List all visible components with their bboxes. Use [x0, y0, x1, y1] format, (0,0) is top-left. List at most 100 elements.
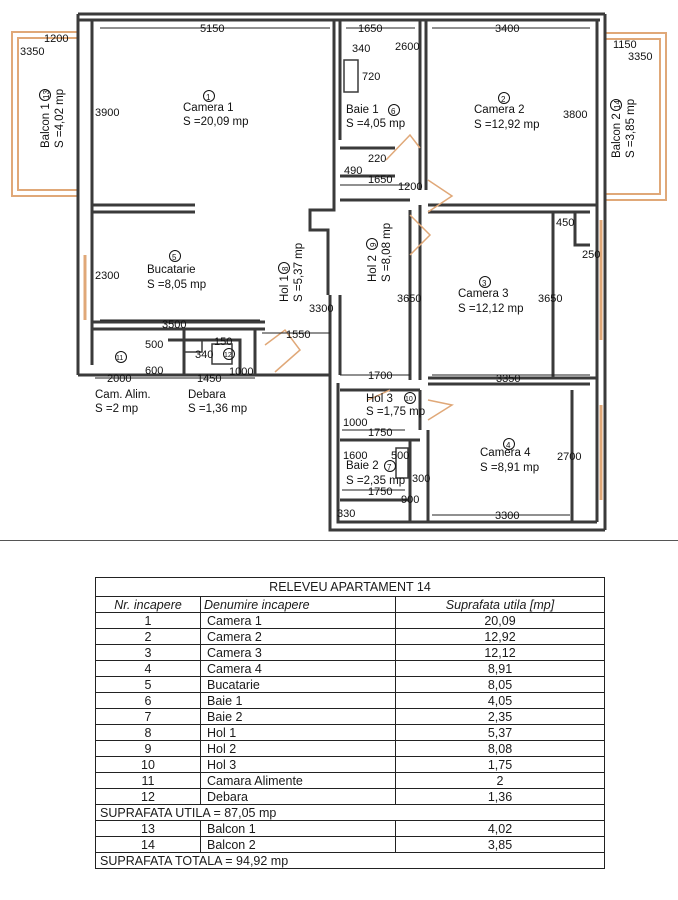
cell-area: 2,35: [395, 708, 605, 725]
cell-area: 1,36: [395, 788, 605, 805]
room-nr-10: 10: [405, 396, 413, 403]
cell-name: Camara Alimente: [200, 772, 396, 789]
room-area-baie-2: S =2,35 mp: [346, 475, 405, 487]
room-labels: 1 Camera 1 S =20,09 mp 2 Camera 2 S =12,…: [39, 89, 637, 487]
area-table: RELEVEU APARTAMENT 14 Nr. incapere Denum…: [95, 577, 605, 869]
floor-plan: 5150 1650 2600 3400 1200 1150 3350 3350 …: [11, 12, 667, 532]
header-name: Denumire incapere: [200, 596, 396, 613]
dim-2600: 2600: [395, 41, 419, 53]
cell-name: Baie 1: [200, 692, 396, 709]
cell-area: 20,09: [395, 612, 605, 629]
cell-name: Camera 2: [200, 628, 396, 645]
dim-300: 300: [412, 473, 430, 485]
dim-3400: 3400: [495, 23, 519, 35]
room-nr-13: 13: [42, 90, 51, 99]
cell-nr: 9: [95, 740, 201, 757]
room-nr-9: 9: [369, 242, 378, 247]
room-nr-3: 3: [482, 279, 487, 288]
header-area: Suprafata utila [mp]: [395, 596, 605, 613]
dim-490: 490: [344, 165, 362, 177]
room-area-hol-1: S =5,37 mp: [293, 243, 305, 302]
dim-450: 450: [556, 217, 574, 229]
cell-nr: 1: [95, 612, 201, 629]
dim-1650-top: 1650: [358, 23, 382, 35]
cell-nr: 8: [95, 724, 201, 741]
room-number-10: [404, 392, 416, 404]
room-number-4: [503, 438, 515, 450]
cell-name: Camera 1: [200, 612, 396, 629]
dim-3500: 3500: [162, 319, 186, 331]
cell-area: 5,37: [395, 724, 605, 741]
dim-1450: 1450: [197, 373, 221, 385]
room-name-baie-1: Baie 1: [346, 104, 379, 116]
room-number-9: [366, 238, 378, 250]
cell-nr: 14: [95, 836, 201, 853]
room-number-7: [384, 460, 396, 472]
cell-nr: 2: [95, 628, 201, 645]
fixtures: [183, 59, 409, 479]
room-name-baie-2: Baie 2: [346, 460, 379, 472]
dim-3650-right: 3650: [538, 293, 562, 305]
room-nr-1: 1: [206, 93, 211, 102]
room-area-camera-4: S =8,91 mp: [480, 462, 539, 474]
dim-600: 600: [145, 365, 163, 377]
interior-walls: [92, 20, 597, 522]
cell-area: 3,85: [395, 836, 605, 853]
room-number-13: [39, 89, 51, 101]
room-number-11: [115, 351, 127, 363]
dimension-labels: 5150 1650 2600 3400 1200 1150 3350 3350 …: [20, 23, 652, 522]
cell-name: Camera 3: [200, 644, 396, 661]
room-number-12: [223, 348, 235, 360]
room-name-bucatarie: Bucatarie: [147, 264, 196, 276]
table-title: RELEVEU APARTAMENT 14: [95, 577, 605, 597]
dim-500-baie2: 500: [391, 450, 409, 462]
dim-1200-mid: 1200: [398, 181, 422, 193]
room-nr-5: 5: [172, 253, 177, 262]
room-area-camera-3: S =12,12 mp: [458, 303, 524, 315]
dim-3650-left: 3650: [397, 293, 421, 305]
room-nr-4: 4: [506, 441, 511, 450]
dim-1600: 1600: [343, 450, 367, 462]
room-nr-2: 2: [501, 95, 506, 104]
room-name-debara: Debara: [188, 389, 226, 401]
dim-3300-hol: 3300: [309, 303, 333, 315]
cell-area: 8,05: [395, 676, 605, 693]
room-area-camera-1: S =20,09 mp: [183, 116, 249, 128]
dim-720: 720: [362, 71, 380, 83]
dim-250: 250: [582, 249, 600, 261]
header-nr: Nr. incapere: [95, 596, 201, 613]
room-number-3: [479, 276, 491, 288]
cell-nr: 4: [95, 660, 201, 677]
dim-330: 330: [337, 508, 355, 520]
cell-name: Hol 2: [200, 740, 396, 757]
room-area-hol-2: S =8,08 mp: [381, 223, 393, 282]
balcony-1: [11, 31, 78, 197]
room-nr-7: 7: [387, 463, 392, 472]
total-all: SUPRAFATA TOTALA = 94,92 mp: [95, 852, 605, 869]
room-number-14: [610, 99, 622, 111]
cell-area: 4,02: [395, 820, 605, 837]
dim-3350-left: 3350: [20, 46, 44, 58]
room-area-hol-3: S =1,75 mp: [366, 406, 425, 418]
dim-1650-mid: 1650: [368, 174, 392, 186]
cell-name: Debara: [200, 788, 396, 805]
dim-1150: 1150: [613, 39, 637, 51]
dim-2000: 2000: [107, 373, 131, 385]
room-name-hol-3: Hol 3: [366, 393, 393, 405]
cell-name: Bucatarie: [200, 676, 396, 693]
room-area-balcon-1: S =4,02 mp: [54, 89, 66, 148]
cell-nr: 6: [95, 692, 201, 709]
room-nr-6: 6: [391, 107, 396, 116]
room-area-baie-1: S =4,05 mp: [346, 118, 405, 130]
cell-nr: 11: [95, 772, 201, 789]
room-name-camara-alimente: Cam. Alim.: [95, 389, 151, 401]
dim-1000-debara: 1000: [229, 366, 253, 378]
room-nr-12: 12: [224, 352, 232, 359]
